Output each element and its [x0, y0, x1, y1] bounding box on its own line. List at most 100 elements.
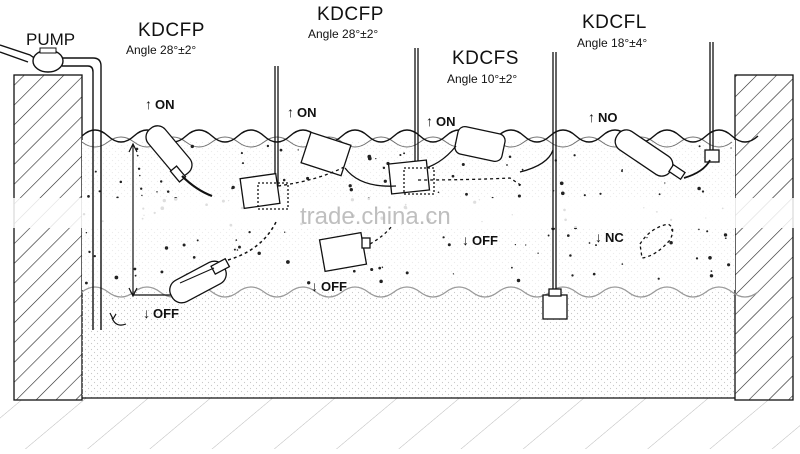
- particle-dot: [698, 228, 700, 231]
- particle-dot: [701, 190, 705, 193]
- switch-1-on-label: ↑ON: [145, 96, 175, 112]
- switch-3-angle: Angle 10°±2°: [447, 72, 518, 86]
- particle-dot: [599, 192, 602, 195]
- switch-2-on-label: ↑ON: [287, 104, 317, 120]
- particle-dot: [403, 152, 406, 155]
- particle-dot: [94, 170, 97, 173]
- particle-dot: [669, 240, 673, 245]
- particle-dot: [231, 187, 234, 190]
- switch-4-nc-text: NC: [605, 230, 624, 245]
- switch-3-model: KDCFS: [452, 48, 519, 69]
- particle-dot: [381, 266, 384, 268]
- particle-dot: [266, 144, 270, 148]
- particle-dot: [588, 242, 591, 244]
- particle-dot: [139, 174, 141, 177]
- particle-dot: [348, 184, 352, 188]
- particle-dot: [87, 195, 90, 198]
- float-switch-1: [145, 125, 277, 304]
- switch-2-on-text: ON: [297, 105, 317, 120]
- particle-dot: [730, 147, 732, 149]
- particle-dot: [378, 266, 382, 270]
- switch-4-no-label: ↑NO: [588, 109, 618, 125]
- particle-dot: [447, 243, 451, 247]
- particle-dot: [725, 237, 727, 239]
- switch-2-off-label: ↓OFF: [311, 278, 347, 294]
- particle-dot: [235, 239, 238, 241]
- switch-2-model: KDCFP: [317, 4, 384, 25]
- down-arrow-icon: ↓: [595, 229, 602, 245]
- switch-4-nc-label: ↓NC: [595, 229, 624, 245]
- particle-dot: [566, 234, 570, 237]
- particle-dot: [164, 246, 169, 250]
- particle-dot: [658, 193, 661, 196]
- particle-dot: [156, 191, 158, 193]
- particle-dot: [664, 182, 666, 184]
- particle-dot: [516, 278, 521, 283]
- particle-dot: [383, 179, 387, 183]
- switch-2-off-text: OFF: [321, 279, 347, 294]
- switch-2-angle: Angle 28°±2°: [308, 27, 379, 41]
- float-switch-3: [344, 48, 523, 195]
- particle-dot: [307, 281, 311, 285]
- particle-dot: [657, 277, 660, 280]
- particle-dot: [182, 243, 186, 247]
- particle-dot: [119, 180, 123, 184]
- particle-dot: [367, 154, 372, 159]
- particle-dot: [709, 274, 714, 278]
- particle-dot: [592, 272, 596, 276]
- particle-dot: [93, 254, 96, 258]
- particle-dot: [451, 174, 455, 178]
- particle-dot: [452, 273, 455, 275]
- up-arrow-icon: ↑: [588, 109, 595, 125]
- particle-dot: [727, 263, 731, 267]
- particle-dot: [286, 260, 290, 264]
- particle-dot: [461, 162, 465, 167]
- particle-dot: [508, 155, 512, 158]
- watermark: trade.china.cn: [300, 203, 451, 230]
- level-range-arrow: [128, 142, 175, 298]
- particle-dot: [137, 167, 141, 171]
- particle-dot: [537, 252, 539, 254]
- up-arrow-icon: ↑: [287, 104, 294, 120]
- particle-dot: [646, 236, 648, 239]
- particle-dot: [442, 236, 445, 239]
- particle-dot: [233, 248, 236, 251]
- particle-dot: [517, 194, 521, 198]
- float-switch-4: [614, 42, 720, 259]
- particle-dot: [192, 256, 196, 259]
- particle-dot: [196, 239, 199, 242]
- particle-dot: [88, 250, 91, 254]
- switch-1-off-text: OFF: [153, 306, 179, 321]
- particle-dot: [521, 168, 524, 171]
- switch-1-on-text: ON: [155, 97, 175, 112]
- particle-dot: [238, 245, 241, 249]
- particle-dot: [465, 192, 468, 196]
- particle-dot: [297, 149, 299, 151]
- up-arrow-icon: ↑: [426, 113, 433, 129]
- particle-dot: [697, 186, 701, 191]
- switch-4-no-text: NO: [598, 110, 618, 125]
- particle-dot: [547, 234, 550, 237]
- particle-dot: [399, 153, 402, 157]
- particle-dot: [559, 181, 564, 186]
- particle-dot: [621, 168, 623, 171]
- particle-dot: [560, 191, 565, 196]
- pump-body: [32, 47, 64, 73]
- particle-dot: [370, 267, 374, 272]
- left-wall: [13, 74, 83, 401]
- down-arrow-icon: ↓: [311, 278, 318, 294]
- particle-dot: [621, 263, 624, 265]
- particle-dot: [134, 274, 137, 277]
- particle-dot: [248, 230, 251, 234]
- particle-dot: [136, 154, 139, 157]
- particle-dot: [382, 166, 386, 170]
- particle-dot: [257, 251, 261, 256]
- switch-4-model: KDCFL: [582, 12, 647, 33]
- particle-dot: [85, 231, 88, 234]
- particle-dot: [133, 267, 137, 271]
- particle-dot: [506, 164, 508, 166]
- down-arrow-icon: ↓: [143, 305, 150, 321]
- switch-1-model: KDCFP: [138, 20, 205, 41]
- particle-dot: [695, 257, 699, 260]
